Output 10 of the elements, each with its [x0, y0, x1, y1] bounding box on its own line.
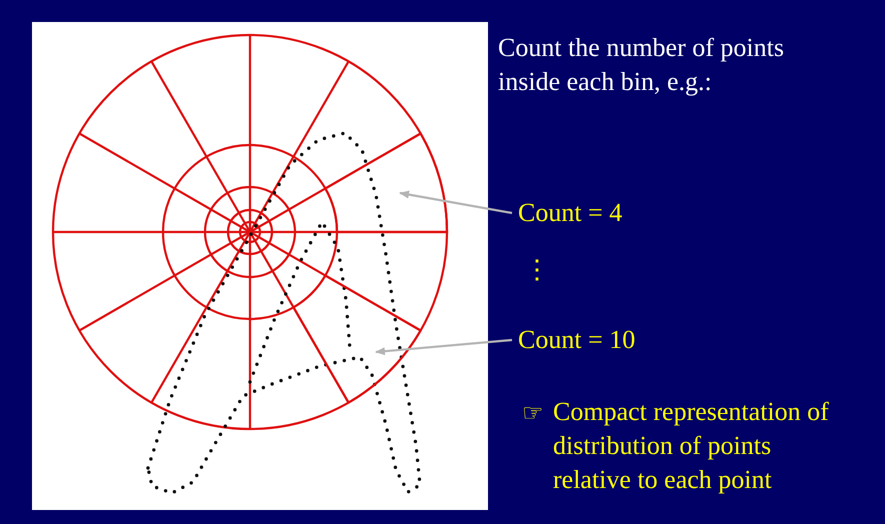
instruction-text: Count the number of points inside each bin, e.g.:: [498, 32, 785, 98]
histogram-bin: [324, 132, 448, 234]
leader-arrow: [399, 190, 512, 214]
histogram-bin: [292, 274, 422, 404]
leader-arrow: [375, 338, 512, 356]
count-label: Count = 4: [518, 196, 678, 230]
pointing-hand-icon: ☞: [522, 397, 544, 431]
count-label: Count = 10: [518, 323, 688, 357]
ellipsis-text: ⋮: [524, 254, 544, 286]
conclusion-text: Compact representation of distribution of points relative to each point: [553, 396, 830, 496]
